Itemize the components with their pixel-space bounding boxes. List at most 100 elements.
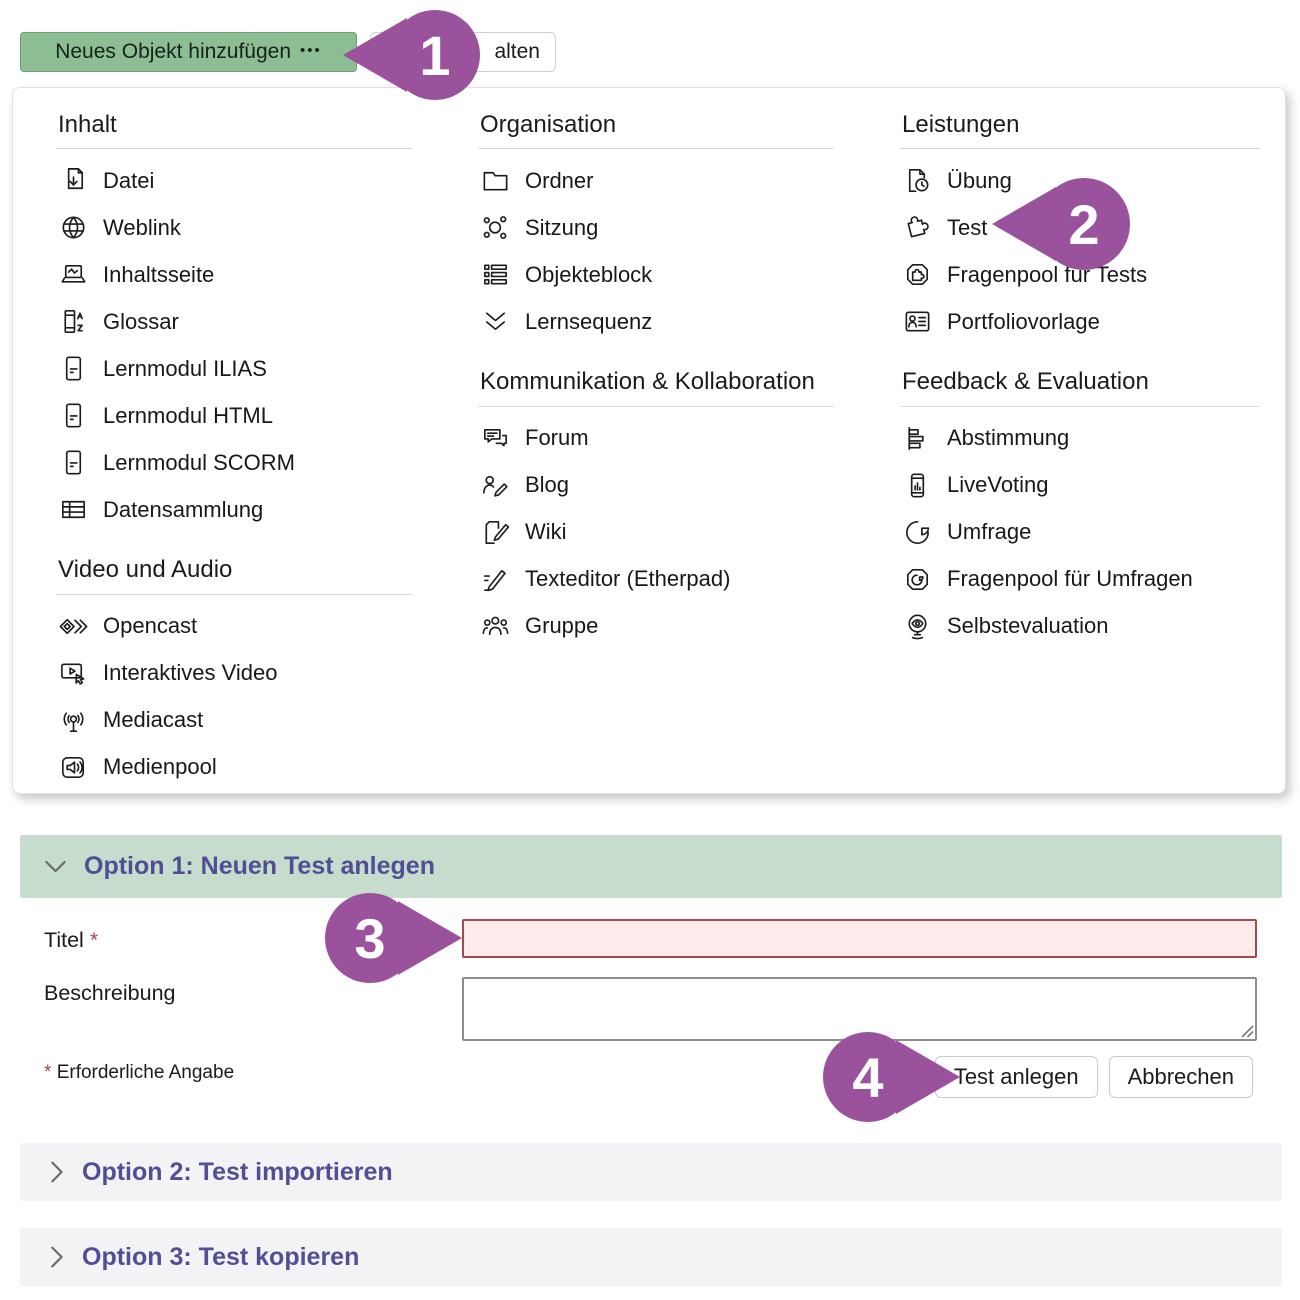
menu-item-datei[interactable]: Datei bbox=[56, 157, 412, 204]
title-input[interactable] bbox=[462, 919, 1257, 958]
menu-item-ubung[interactable]: Übung bbox=[900, 157, 1260, 204]
menu-item-lernmodul-scorm[interactable]: Lernmodul SCORM bbox=[56, 439, 412, 486]
self-evaluation-icon bbox=[902, 611, 933, 642]
callout-step-1: 1 bbox=[343, 10, 480, 100]
forum-icon bbox=[480, 423, 511, 454]
svg-text:3: 3 bbox=[354, 907, 385, 970]
menu-item-fragenpool-fur-umfragen[interactable]: Fragenpool für Umfragen bbox=[900, 556, 1260, 603]
menu-item-texteditor-etherpad[interactable]: Texteditor (Etherpad) bbox=[478, 556, 834, 603]
pie-survey-icon bbox=[902, 517, 933, 548]
accordion-option2-header[interactable]: Option 2: Test importieren bbox=[20, 1143, 1282, 1201]
menu-item-label: Test bbox=[947, 214, 988, 240]
menu-item-test[interactable]: Test bbox=[900, 204, 1260, 251]
question-pool-test-icon bbox=[902, 259, 933, 290]
add-object-button-label: Neues Objekt hinzufügen bbox=[55, 40, 292, 63]
menu-item-label: Inhaltsseite bbox=[103, 261, 215, 287]
menu-item-wiki[interactable]: Wiki bbox=[478, 509, 834, 556]
menu-item-label: Weblink bbox=[103, 214, 181, 240]
data-table-icon bbox=[58, 494, 89, 525]
menu-item-label: Fragenpool für Tests bbox=[947, 261, 1148, 287]
exercise-icon bbox=[902, 165, 933, 196]
portfolio-icon bbox=[902, 306, 933, 337]
menu-item-blog[interactable]: Blog bbox=[478, 462, 834, 509]
title-field-label: Titel * bbox=[44, 928, 99, 952]
learning-module-icon bbox=[58, 353, 89, 384]
menu-item-mediacast[interactable]: Mediacast bbox=[56, 697, 412, 744]
menu-item-label: Umfrage bbox=[947, 519, 1032, 545]
menu-item-abstimmung[interactable]: Abstimmung bbox=[900, 415, 1260, 462]
textarea-resize-handle[interactable] bbox=[1240, 1024, 1254, 1038]
create-test-button[interactable]: Test anlegen bbox=[934, 1056, 1098, 1098]
section-divider bbox=[56, 593, 412, 595]
accordion-option1-header[interactable]: Option 1: Neuen Test anlegen bbox=[20, 835, 1282, 898]
session-icon bbox=[480, 212, 511, 243]
menu-item-label: Forum bbox=[525, 425, 589, 451]
folder-icon bbox=[480, 165, 511, 196]
menu-item-weblink[interactable]: Weblink bbox=[56, 204, 412, 251]
menu-item-gruppe[interactable]: Gruppe bbox=[478, 603, 834, 650]
menu-item-ordner[interactable]: Ordner bbox=[478, 157, 834, 204]
svg-text:4: 4 bbox=[852, 1046, 883, 1109]
menu-item-portfoliovorlage[interactable]: Portfoliovorlage bbox=[900, 298, 1260, 345]
menu-section-title: Leistungen bbox=[902, 111, 1020, 138]
learning-module-icon bbox=[58, 400, 89, 431]
menu-section-title: Feedback & Evaluation bbox=[902, 368, 1149, 396]
menu-item-label: Ordner bbox=[525, 167, 594, 193]
menu-item-label: Lernsequenz bbox=[525, 308, 653, 334]
menu-item-label: Blog bbox=[525, 472, 570, 498]
menu-item-medienpool[interactable]: Medienpool bbox=[56, 744, 412, 791]
form-actions: Test anlegen Abbrechen bbox=[934, 1056, 1253, 1098]
required-asterisk: * bbox=[44, 1062, 52, 1083]
menu-item-label: Selbstevaluation bbox=[947, 613, 1109, 639]
menu-item-label: Opencast bbox=[103, 613, 198, 639]
item-block-icon bbox=[480, 259, 511, 290]
menu-item-glossar[interactable]: Glossar bbox=[56, 298, 412, 345]
file-download-icon bbox=[58, 165, 89, 196]
menu-section-title: Organisation bbox=[480, 111, 617, 138]
chevron-down-icon bbox=[45, 860, 66, 872]
menu-section-title: Video und Audio bbox=[58, 556, 233, 584]
accordion-option3-header[interactable]: Option 3: Test kopieren bbox=[20, 1228, 1282, 1286]
menu-item-livevoting[interactable]: LiveVoting bbox=[900, 462, 1260, 509]
menu-item-label: Fragenpool für Umfragen bbox=[947, 566, 1193, 592]
menu-section-title: Kommunikation & Kollabo­ration bbox=[480, 368, 815, 396]
menu-item-sitzung[interactable]: Sitzung bbox=[478, 204, 834, 251]
menu-item-umfrage[interactable]: Umfrage bbox=[900, 509, 1260, 556]
menu-item-lernmodul-html[interactable]: Lernmodul HTML bbox=[56, 392, 412, 439]
callout-step-3: 3 bbox=[325, 893, 462, 983]
blog-icon bbox=[480, 470, 511, 501]
menu-item-opencast[interactable]: Opencast bbox=[56, 603, 412, 650]
menu-item-label: Wiki bbox=[525, 519, 567, 545]
group-icon bbox=[480, 611, 511, 642]
svg-text:2: 2 bbox=[1068, 193, 1099, 256]
menu-item-datensammlung[interactable]: Datensammlung bbox=[56, 486, 412, 533]
section-divider bbox=[478, 405, 834, 407]
section-divider bbox=[478, 148, 834, 150]
menu-item-fragenpool-fur-tests[interactable]: Fragenpool für Tests bbox=[900, 251, 1260, 298]
menu-item-inhaltsseite[interactable]: Inhaltsseite bbox=[56, 251, 412, 298]
menu-item-selbstevaluation[interactable]: Selbstevaluation bbox=[900, 603, 1260, 650]
cancel-button[interactable]: Abbrechen bbox=[1108, 1056, 1253, 1098]
partially-hidden-button-label: alten bbox=[494, 40, 540, 63]
required-asterisk: * bbox=[89, 928, 99, 952]
menu-item-interaktives-video[interactable]: Interaktives Video bbox=[56, 650, 412, 697]
menu-item-label: Portfoliovorlage bbox=[947, 308, 1100, 334]
interactive-video-icon bbox=[58, 658, 89, 689]
menu-item-lernmodul-ilias[interactable]: Lernmodul ILIAS bbox=[56, 345, 412, 392]
menu-item-label: Lernmodul HTML bbox=[103, 402, 273, 428]
chevron-right-icon bbox=[51, 1246, 63, 1268]
menu-item-label: Gruppe bbox=[525, 613, 599, 639]
add-object-button[interactable]: Neues Objekt hinzufügen ••• bbox=[20, 32, 357, 72]
question-pool-survey-icon bbox=[902, 564, 933, 595]
description-textarea[interactable] bbox=[462, 977, 1257, 1041]
menu-item-forum[interactable]: Forum bbox=[478, 415, 834, 462]
menu-item-objekteblock[interactable]: Objekteblock bbox=[478, 251, 834, 298]
menu-item-lernsequenz[interactable]: Lernsequenz bbox=[478, 298, 834, 345]
menu-item-label: Abstimmung bbox=[947, 425, 1070, 451]
menu-item-label: Objekteblock bbox=[525, 261, 653, 287]
menu-item-label: Lernmodul SCORM bbox=[103, 449, 295, 475]
